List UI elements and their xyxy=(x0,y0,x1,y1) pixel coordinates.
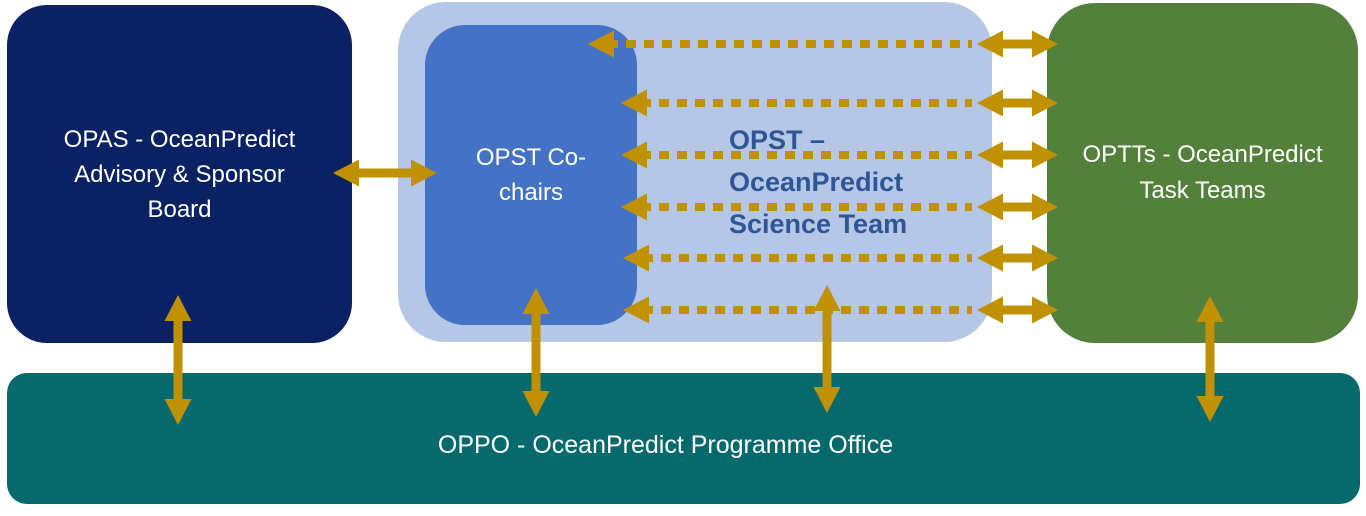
arrow-opst-optts-1-head-b xyxy=(1032,30,1058,58)
arrow-cochairs-oppo-head-a xyxy=(522,288,550,314)
opas-box: OPAS - OceanPredict Advisory & Sponsor B… xyxy=(7,5,352,343)
dotted-arrow-2-head xyxy=(621,89,647,117)
arrow-opst-optts-5-head-a xyxy=(977,244,1003,272)
arrow-opst-oppo-head-a xyxy=(813,285,841,311)
dotted-arrow-1-head xyxy=(588,30,614,58)
oppo-label: OPPO - OceanPredict Programme Office xyxy=(437,431,894,459)
arrow-optts-oppo-head-b xyxy=(1196,396,1224,422)
opst-label-line-1: OPST – xyxy=(729,125,826,155)
arrow-opst-optts-6-head-a xyxy=(977,296,1003,324)
dotted-arrow-3-head xyxy=(621,141,647,169)
arrow-opst-optts-4-head-b xyxy=(1032,193,1058,221)
optts-line-2: Task Teams xyxy=(1139,177,1266,204)
arrow-opst-optts-2-head-b xyxy=(1032,89,1058,117)
optts-line-1: OPTTs - OceanPredict xyxy=(1082,141,1323,168)
opas-line-1: OPAS - OceanPredict xyxy=(63,125,296,153)
arrow-opas-opst-head-a xyxy=(333,159,359,187)
opst-cochairs-box: OPST Co- chairs xyxy=(425,25,637,325)
arrow-opas-opst-head-b xyxy=(411,159,437,187)
arrow-cochairs-oppo-head-b xyxy=(522,391,550,417)
dotted-arrow-5-head xyxy=(623,244,649,272)
opst-label-line-2: OceanPredict xyxy=(729,167,904,197)
opas-line-2: Advisory & Sponsor xyxy=(74,160,285,188)
dotted-arrow-6-head xyxy=(623,296,649,324)
arrow-opst-optts-3-head-b xyxy=(1032,141,1058,169)
oppo-bar: OPPO - OceanPredict Programme Office xyxy=(7,373,1360,504)
opst-science-team-label: OPST – OceanPredict Science Team xyxy=(729,119,907,245)
arrow-opst-optts-4-head-a xyxy=(977,193,1003,221)
arrow-opas-oppo-head-a xyxy=(164,295,192,321)
opas-line-3: Board xyxy=(147,195,212,223)
opst-cochairs-line-2: chairs xyxy=(498,179,564,206)
arrow-opst-optts-1-head-a xyxy=(977,30,1003,58)
arrow-opas-oppo-head-b xyxy=(164,399,192,425)
arrow-opst-optts-3-head-a xyxy=(977,141,1003,169)
arrow-opst-optts-6-head-b xyxy=(1032,296,1058,324)
optts-box: OPTTs - OceanPredict Task Teams xyxy=(1047,3,1358,343)
arrow-opst-optts-2-head-a xyxy=(977,89,1003,117)
arrow-optts-oppo-head-a xyxy=(1196,296,1224,322)
dotted-arrow-4-head xyxy=(621,193,647,221)
opst-cochairs-line-1: OPST Co- xyxy=(475,144,587,171)
opst-label-line-3: Science Team xyxy=(729,209,908,239)
arrow-opst-oppo-head-b xyxy=(813,387,841,413)
arrow-opst-optts-5-head-b xyxy=(1032,244,1058,272)
